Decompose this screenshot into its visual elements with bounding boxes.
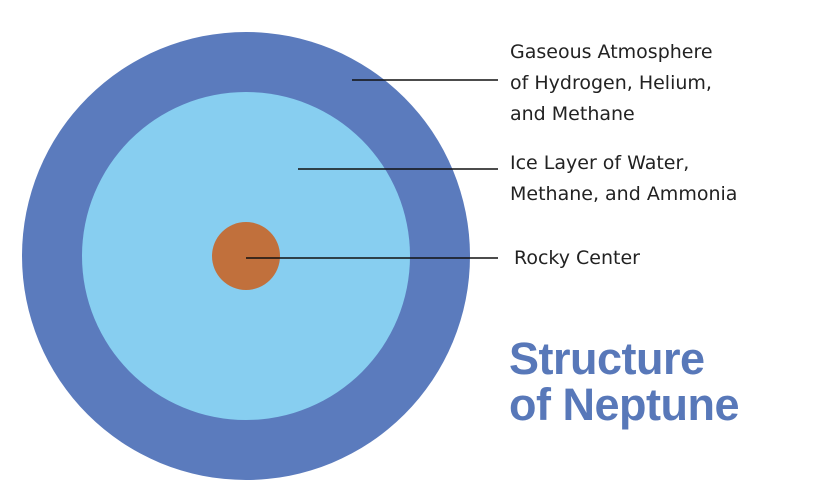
rocky-center-label: Rocky Center	[514, 243, 640, 274]
atmosphere-label: Gaseous Atmosphere of Hydrogen, Helium, …	[510, 37, 713, 130]
ice-label-line: Methane, and Ammonia	[510, 183, 738, 205]
atmosphere-label-line: of Hydrogen, Helium,	[510, 72, 712, 94]
atmosphere-label-line: Gaseous Atmosphere	[510, 41, 713, 63]
title-line-2: of Neptune	[509, 379, 739, 430]
atmosphere-label-line: and Methane	[510, 103, 635, 125]
diagram-title: Structure of Neptune	[509, 336, 739, 428]
ice-layer-label: Ice Layer of Water, Methane, and Ammonia	[510, 148, 737, 210]
core-label-line: Rocky Center	[514, 247, 640, 269]
ice-label-line: Ice Layer of Water,	[510, 152, 690, 174]
title-line-1: Structure	[509, 333, 705, 384]
rocky-core	[212, 222, 280, 290]
